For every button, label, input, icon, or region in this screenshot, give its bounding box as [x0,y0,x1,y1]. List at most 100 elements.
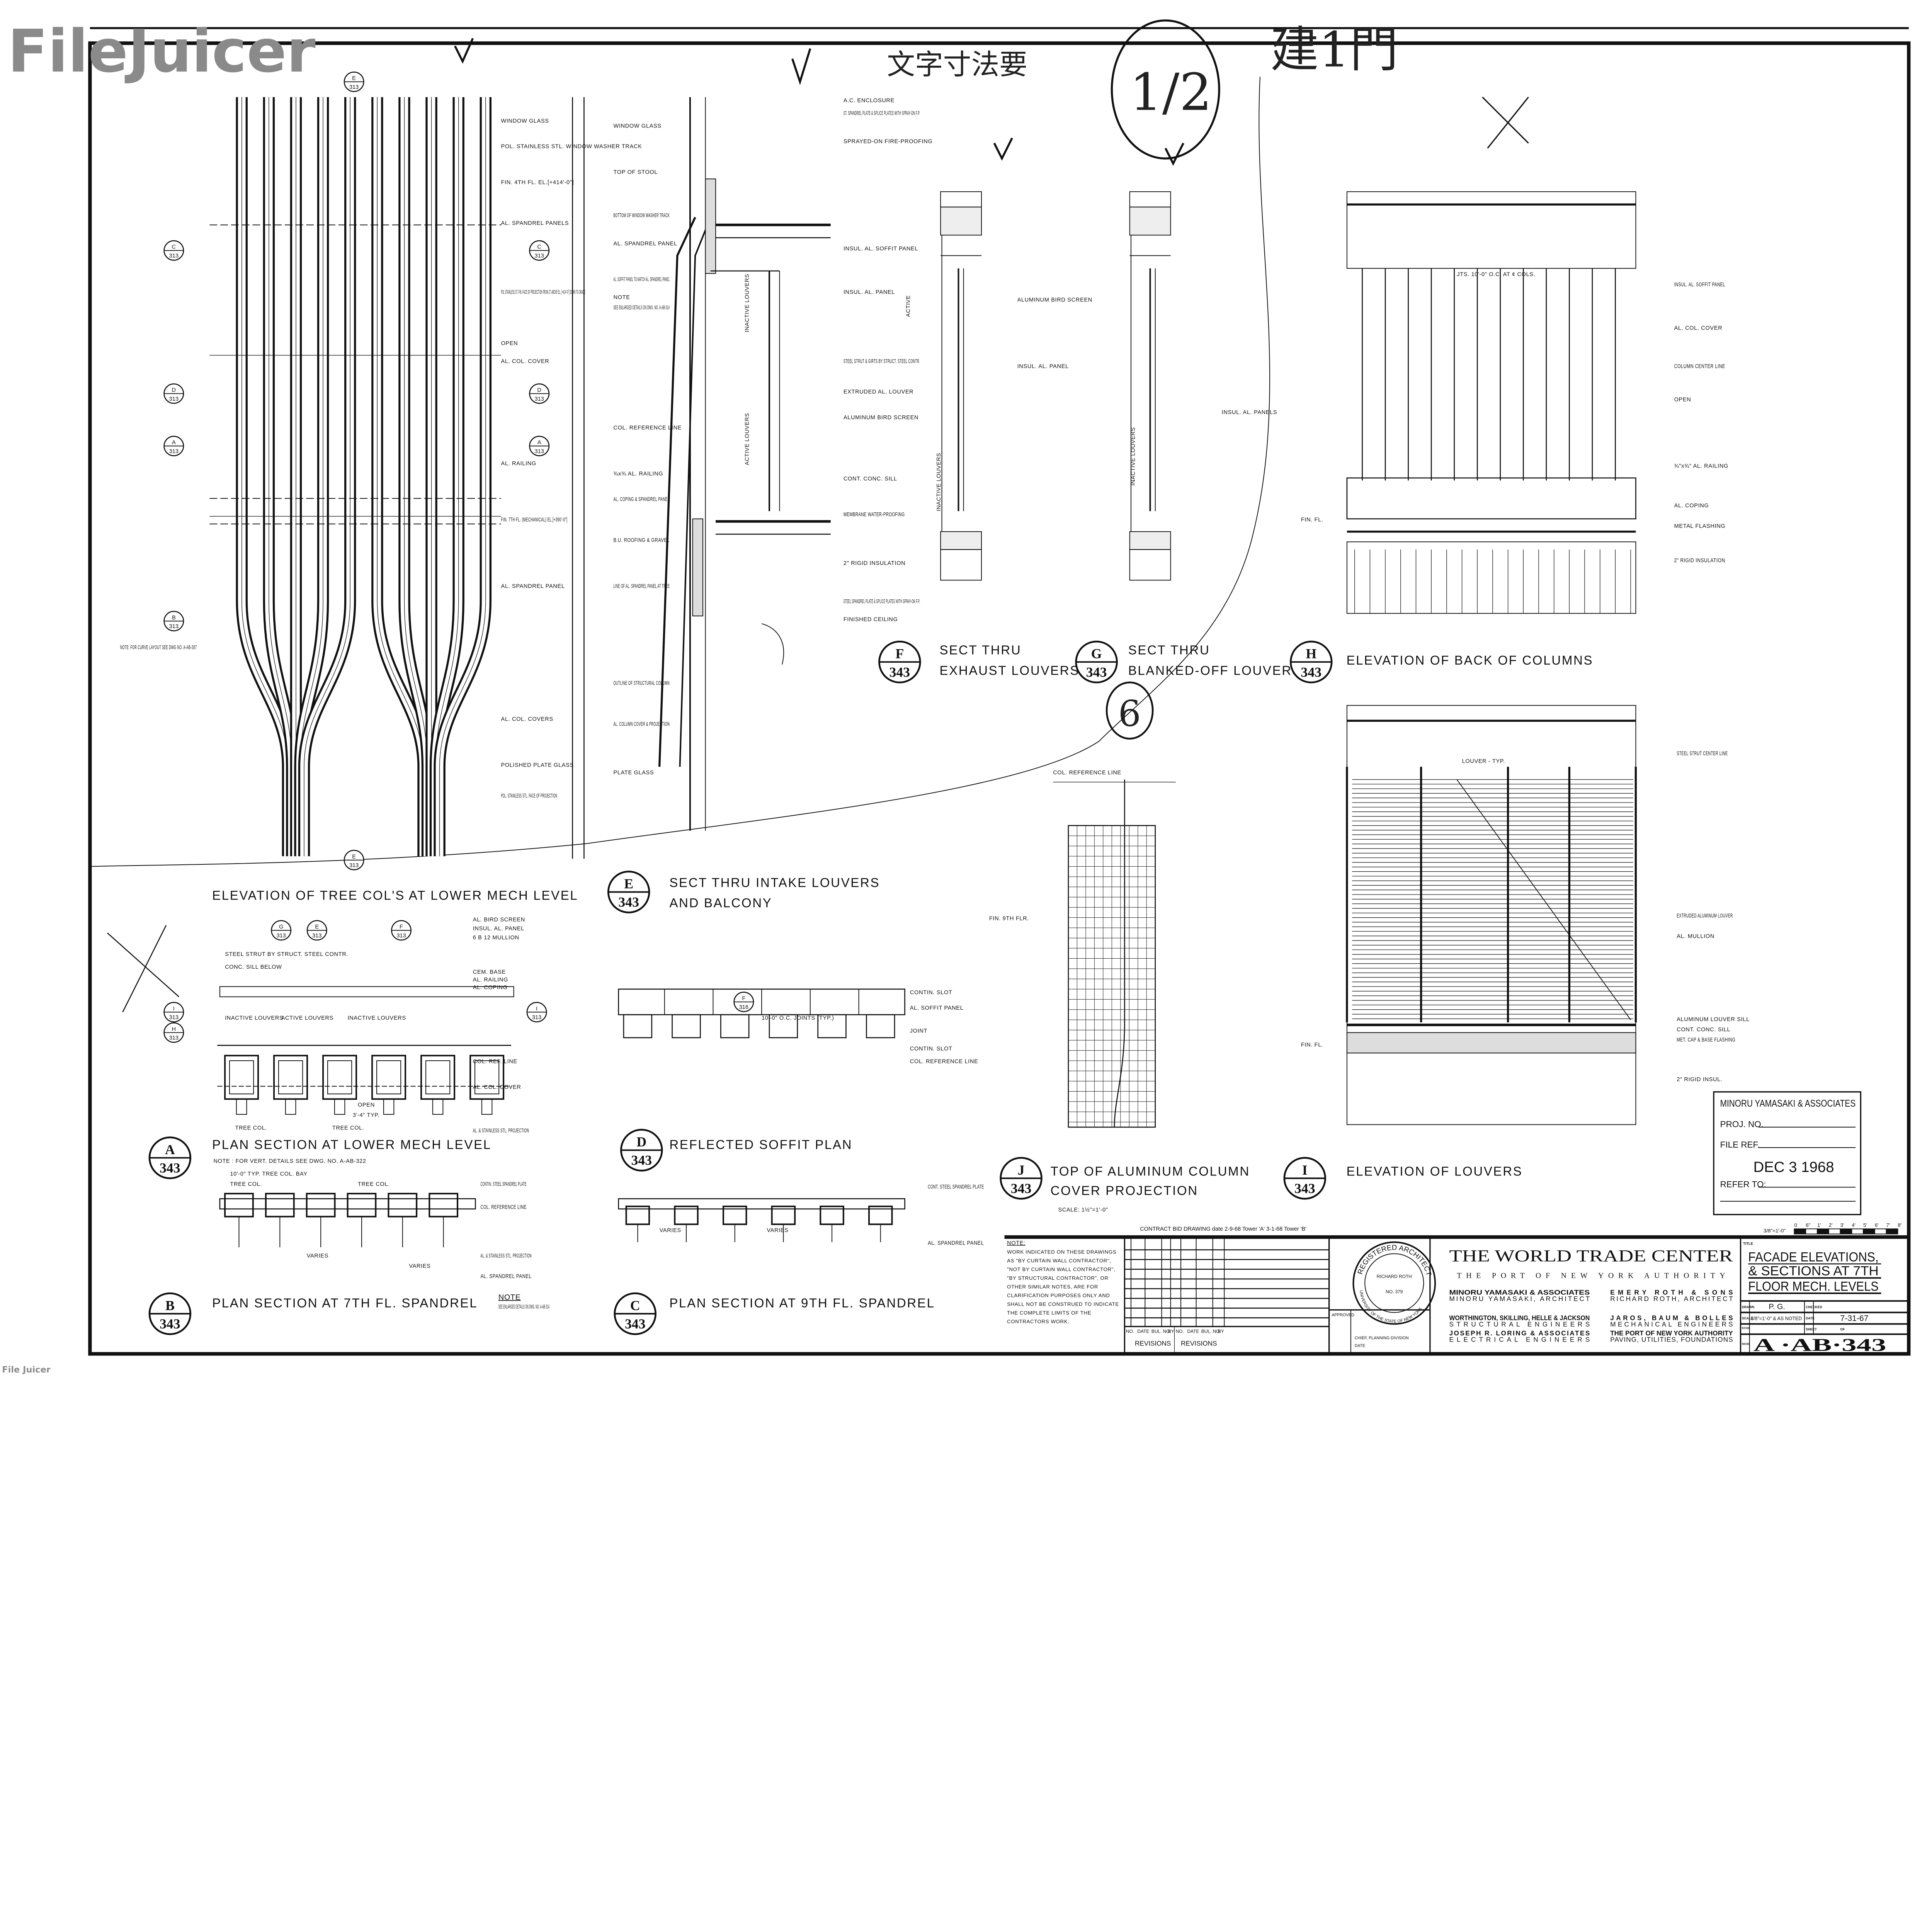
svg-text:3/8"=1'-0" & AS NOTED: 3/8"=1'-0" & AS NOTED [1751,1315,1802,1321]
svg-text:POL. STAINLESS STL. FACE OF PR: POL. STAINLESS STL. FACE OF PROJECTION [501,793,557,799]
svg-text:I: I [1302,1162,1308,1178]
svg-text:313: 313 [535,448,544,454]
spandrel-plate [618,1198,905,1210]
svg-text:LINE OF AL. SPANDREL PANEL AT: LINE OF AL. SPANDREL PANEL AT TREE [614,583,670,589]
svg-text:G: G [279,924,283,930]
svg-text:H: H [1306,646,1316,662]
svg-text:OPEN: OPEN [501,340,518,347]
svg-text:313: 313 [349,84,359,90]
svg-text:313: 313 [532,1014,541,1020]
svg-text:J: J [1018,1162,1025,1178]
svg-text:VARIES: VARIES [307,1253,328,1259]
svg-text:CONC. SILL BELOW: CONC. SILL BELOW [225,964,282,970]
svg-text:6 B 12 MULLION: 6 B 12 MULLION [473,935,519,941]
scale-tick-label: 5' [1863,1222,1867,1228]
svg-text:AL. SOFFIT PANEL TO MATCH AL.: AL. SOFFIT PANEL TO MATCH AL. SPANDREL P… [614,277,670,283]
svg-text:AL. RAILING: AL. RAILING [501,461,536,467]
svg-text:ALUMINUM LOUVER SILL: ALUMINUM LOUVER SILL [1677,1017,1750,1023]
scale-bar-segment [1828,1228,1841,1235]
svg-text:CONTRACT BID DRAWING date 2-9-: CONTRACT BID DRAWING date 2-9-68 Tower '… [1140,1226,1306,1232]
svg-text:TREE COL.: TREE COL. [230,1181,262,1187]
svg-text:G: G [1091,646,1102,662]
svg-text:PROJ. NO.: PROJ. NO. [1720,1119,1764,1129]
svg-text:PROJECT NUMBER: PROJECT NUMBER [1742,1327,1750,1330]
column-cover-plan [769,1014,798,1038]
svg-text:ST. SPANDREL PLATE & SPLICE PL: ST. SPANDREL PLATE & SPLICE PLATES WITH … [844,111,920,117]
plan-b-labels: 10'-0" TYP. TREE COL. BAY TREE COL. TREE… [230,1171,531,1280]
svg-text:TREE COL.: TREE COL. [332,1125,364,1131]
svg-text:H: H [172,1026,176,1032]
svg-text:¾"x¾" AL. RAILING: ¾"x¾" AL. RAILING [1674,463,1728,469]
column-cover-plan [720,1014,750,1038]
svg-text:CHECKED: CHECKED [1806,1305,1822,1309]
svg-text:JOINT: JOINT [910,1028,927,1034]
drawing-title: FACADE ELEVATIONS, & SECTIONS AT 7TH FLO… [1748,1250,1878,1294]
svg-text:OPEN: OPEN [1674,396,1691,403]
svg-text:C: C [172,244,176,250]
section-f-g-labels: ALUMINUM BIRD SCREEN INSUL. AL. PANEL IN… [905,295,1277,511]
svg-text:NOTE: NOTE [498,1293,521,1302]
slab [940,531,982,550]
svg-text:CONT. CONC. SILL: CONT. CONC. SILL [1677,1027,1730,1033]
detail-j-labels: COL. REFERENCE LINE FIN. 9TH FLR. [989,770,1121,922]
svg-text:F: F [895,646,904,662]
svg-text:313: 313 [535,396,544,402]
svg-text:¾x¾ AL. RAILING: ¾x¾ AL. RAILING [614,471,663,477]
filejuicer-watermark: FileJuicer [8,17,316,85]
svg-text:DRAWING NUMBER: DRAWING NUMBER [1742,1342,1750,1346]
svg-text:343: 343 [625,1316,646,1332]
svg-text:MINORU YAMASAKI, ARCHITECT: MINORU YAMASAKI, ARCHITECT [1449,1295,1590,1303]
svg-text:STEEL STRUT CENTER LINE: STEEL STRUT CENTER LINE [1677,751,1728,757]
svg-text:2" RIGID INSUL.: 2" RIGID INSUL. [1677,1077,1723,1083]
svg-text:343: 343 [160,1160,180,1176]
svg-text:JTS. 10'-0" O.C. AT ¢ COLS.: JTS. 10'-0" O.C. AT ¢ COLS. [1457,271,1535,277]
column-cover [658,217,696,767]
svg-text:WORTHINGTON, SKILLING, HELLE &: WORTHINGTON, SKILLING, HELLE & JACKSON [1449,1314,1590,1321]
svg-text:ALUMINUM BIRD SCREEN: ALUMINUM BIRD SCREEN [1017,297,1092,303]
svg-text:INSUL. AL. SOFFIT PANEL: INSUL. AL. SOFFIT PANEL [1674,282,1725,288]
svg-text:FILE REF.: FILE REF. [1720,1140,1760,1150]
handwritten-number: 6 [1118,693,1141,735]
general-note-line: OTHER SIMILAR NOTES, ARE FOR [1007,1284,1098,1289]
x-mark-icon [1482,97,1529,149]
svg-text:REFER TO:: REFER TO: [1720,1179,1766,1189]
svg-text:BUL. NO.: BUL. NO. [1201,1329,1221,1334]
svg-text:BUL. NO.: BUL. NO. [1151,1329,1171,1334]
detail-title-j: TOP OF ALUMINUM COLUMN COVER PROJECTION … [1051,1165,1249,1213]
elevation-h-labels: INSUL. AL. SOFFIT PANEL AL. COL. COVER C… [1301,271,1728,564]
svg-text:SCALE: 1½"=1'-0": SCALE: 1½"=1'-0" [1058,1207,1108,1213]
column-cover-plan [672,1014,701,1038]
svg-text:313: 313 [169,1014,179,1020]
scale-bar-segment [1863,1228,1875,1235]
svg-text:AL. SOFFIT PANEL: AL. SOFFIT PANEL [910,1005,964,1011]
svg-text:F: F [742,995,745,1002]
svg-text:10'-0" O.C. JOINTS (TYP.): 10'-0" O.C. JOINTS (TYP.) [762,1015,834,1021]
